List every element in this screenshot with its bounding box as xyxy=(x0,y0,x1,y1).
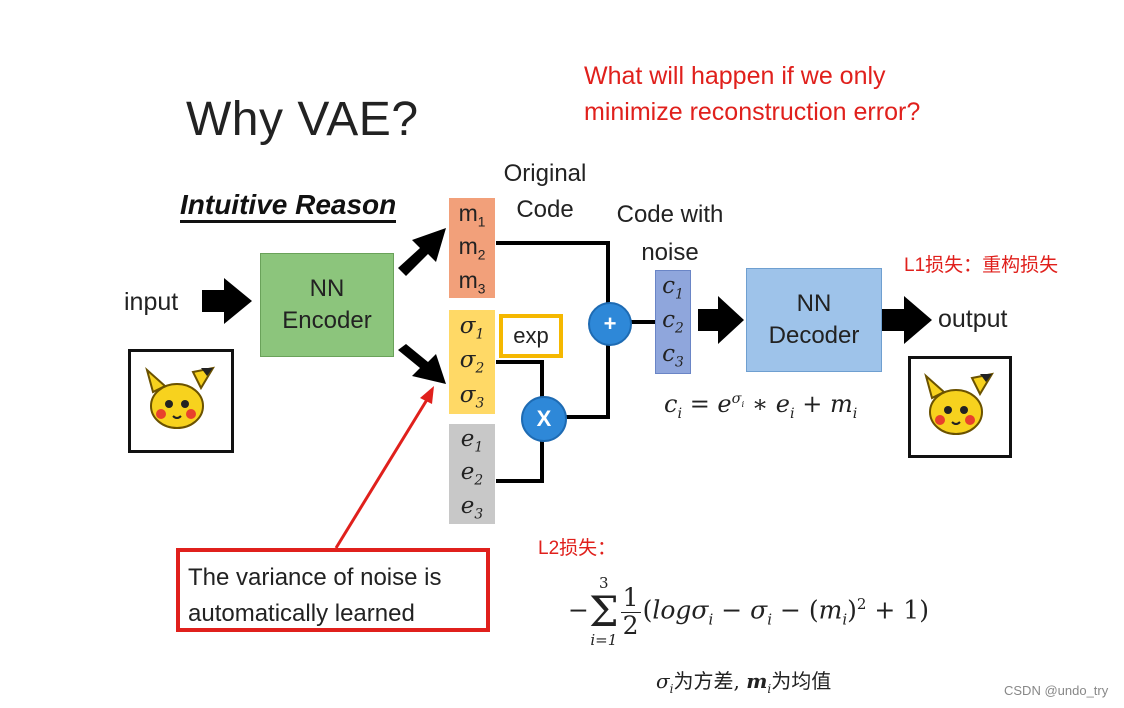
pikachu-icon xyxy=(924,372,995,435)
nn-decoder-box: NN Decoder xyxy=(746,268,882,372)
e-vector-box: e1 e2 e3 xyxy=(449,424,495,524)
output-pikachu-image xyxy=(908,356,1012,458)
nn-encoder-box: NN Encoder xyxy=(260,253,394,357)
times-operator: X xyxy=(521,396,567,442)
output-label: output xyxy=(938,305,1008,333)
mean-text: 为均值 xyxy=(771,669,832,693)
e-item: e1 xyxy=(460,425,484,456)
question-line-2: minimize reconstruction error? xyxy=(584,98,921,126)
l2-loss-label: L2损失： xyxy=(538,538,617,559)
code-equation: ci = eσi ∗ ei + mi xyxy=(664,390,858,422)
sigma-item: σ2 xyxy=(459,347,485,377)
question-text: What will happen if we only minimize rec… xyxy=(584,58,1004,130)
variance-mean-note: σi为方差, mi为均值 xyxy=(656,669,832,696)
fraction-denominator: 2 xyxy=(622,610,639,640)
original-code-line-1: Original xyxy=(503,160,587,187)
original-code-line-2: Code xyxy=(516,196,574,223)
m-vector-box: m1 m2 m3 xyxy=(449,198,495,298)
output-arrow-icon xyxy=(882,296,932,344)
question-line-1: What will happen if we only xyxy=(584,62,886,90)
times-to-plus-line xyxy=(563,341,610,419)
subtitle: Intuitive Reason xyxy=(180,190,397,223)
encoder-to-m-arrow-icon xyxy=(398,228,446,276)
note-line-1: The variance of noise is xyxy=(188,564,442,591)
variance-text: 为方差, xyxy=(673,669,740,693)
sigma-item: σ1 xyxy=(459,312,485,343)
sigma-vector-box: σ1 σ2 σ3 xyxy=(449,310,495,414)
c-item: c2 xyxy=(662,307,684,337)
plus-operator: + xyxy=(588,302,632,346)
c-item: c1 xyxy=(662,273,684,303)
watermark: CSDN @undo_try xyxy=(1004,683,1109,698)
exp-box: exp xyxy=(499,314,563,358)
sum-upper: 3 xyxy=(599,574,609,592)
sigma-item: σ3 xyxy=(459,381,485,412)
original-code-label: Original Code xyxy=(490,156,600,228)
sum-lower: i=1 xyxy=(590,631,618,649)
c-to-decoder-arrow-icon xyxy=(698,296,744,344)
encoder-to-sigma-arrow-icon xyxy=(398,344,446,384)
input-arrow-icon xyxy=(202,278,252,324)
note-pointer-line xyxy=(334,397,430,549)
l1-loss-label: L1损失：重构损失 xyxy=(904,255,1059,276)
code-with-noise-label: Code with noise xyxy=(600,196,740,272)
note-pointer-arrowhead-icon xyxy=(420,386,434,404)
e-to-times-line xyxy=(496,437,544,483)
encoder-line-2: Encoder xyxy=(282,307,372,334)
code-with-noise-line-1: Code with xyxy=(616,201,724,228)
variance-note-box: The variance of noise is automatically l… xyxy=(176,548,490,632)
input-pikachu-image xyxy=(128,349,234,453)
c-item: c3 xyxy=(662,341,684,371)
e-item: e2 xyxy=(460,459,484,489)
code-with-noise-line-2: noise xyxy=(641,239,699,266)
m-item: m3 xyxy=(458,266,486,297)
fraction-numerator: 1 xyxy=(620,583,641,613)
m-to-plus-line xyxy=(496,241,610,303)
e-item: e3 xyxy=(460,492,484,523)
page-title: Why VAE? xyxy=(186,93,419,146)
m-item: m1 xyxy=(458,199,486,230)
pikachu-icon xyxy=(145,366,216,429)
c-vector-box: c1 c2 c3 xyxy=(655,270,691,374)
m-item: m2 xyxy=(458,233,486,263)
sigma-to-times-line xyxy=(496,360,544,397)
encoder-line-1: NN xyxy=(309,275,345,302)
decoder-line-1: NN xyxy=(796,290,832,317)
decoder-line-2: Decoder xyxy=(768,322,860,349)
note-line-2: automatically learned xyxy=(188,600,415,627)
input-label: input xyxy=(124,288,179,316)
